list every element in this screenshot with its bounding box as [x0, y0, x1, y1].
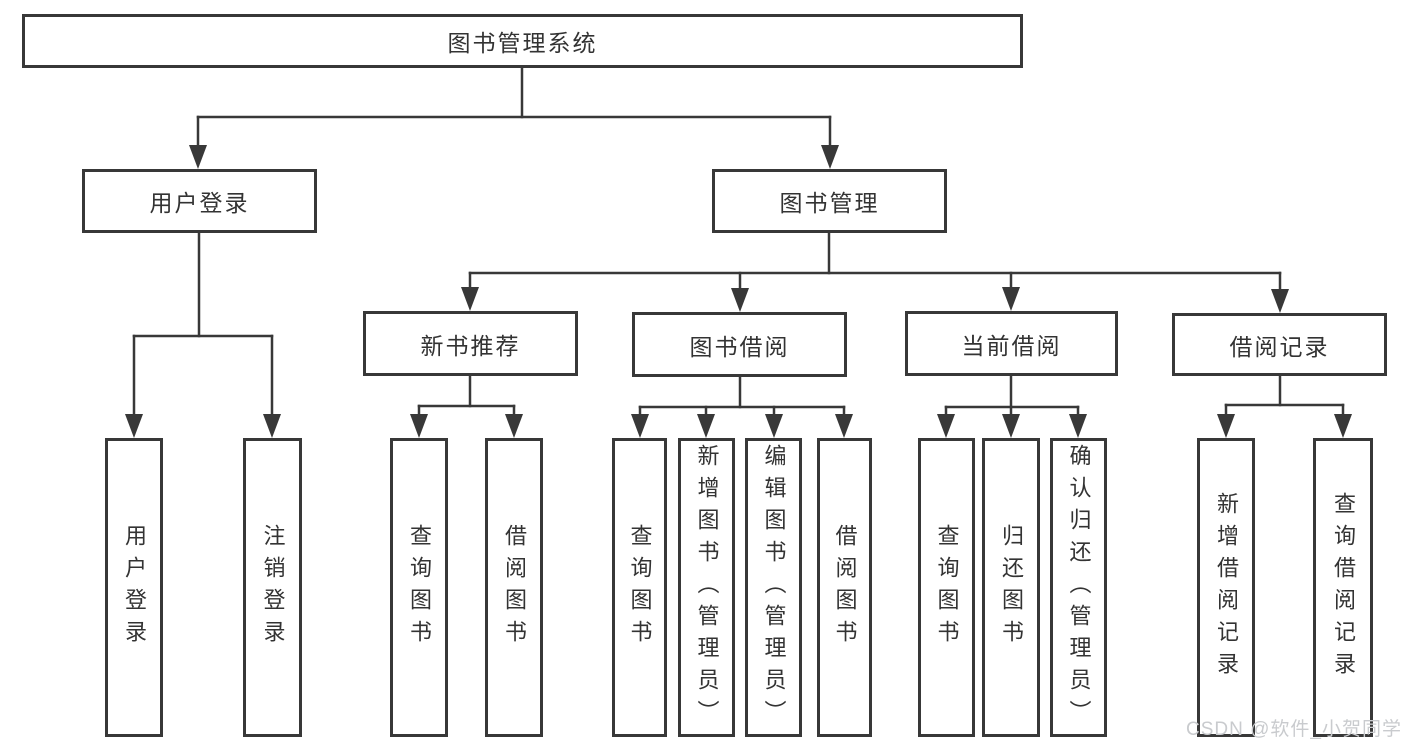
leaf-logout: 注销登录	[243, 438, 302, 737]
connector-borrowing-to-leaves	[631, 375, 853, 438]
leaf-edit-books-admin: 编辑图书（管理员）	[745, 438, 802, 737]
node-library-management-system: 图书管理系统	[22, 14, 1023, 68]
connector-current-to-leaves	[937, 373, 1087, 438]
node-book-management-group: 图书管理	[712, 169, 947, 233]
leaf-query-books-borrow: 查询图书	[612, 438, 667, 737]
leaf-add-books-admin: 新增图书（管理员）	[678, 438, 735, 737]
connector-book-management-to-level3	[461, 230, 1289, 313]
connector-recommend-to-leaves	[410, 374, 523, 438]
leaf-query-books-recommend: 查询图书	[390, 438, 448, 737]
node-borrowing-records: 借阅记录	[1172, 313, 1387, 376]
node-new-book-recommendation: 新书推荐	[363, 311, 578, 376]
node-current-borrowing: 当前借阅	[905, 311, 1118, 376]
leaf-confirm-return-admin: 确认归还（管理员）	[1050, 438, 1107, 737]
leaf-user-login: 用户登录	[105, 438, 163, 737]
leaf-borrow-books-recommend: 借阅图书	[485, 438, 543, 737]
node-user-login-group: 用户登录	[82, 169, 317, 233]
leaf-add-borrow-record: 新增借阅记录	[1197, 438, 1255, 737]
leaf-return-books: 归还图书	[982, 438, 1040, 737]
leaf-query-borrow-record: 查询借阅记录	[1313, 438, 1373, 737]
connector-root-to-level2	[189, 66, 839, 169]
connector-records-to-leaves	[1217, 373, 1352, 438]
leaf-borrow-books: 借阅图书	[817, 438, 872, 737]
connector-user-login-to-leaves	[125, 230, 281, 438]
node-book-borrowing: 图书借阅	[632, 312, 847, 377]
leaf-query-books-current: 查询图书	[918, 438, 975, 737]
csdn-watermark: CSDN @软件_小贺同学	[1186, 719, 1402, 740]
